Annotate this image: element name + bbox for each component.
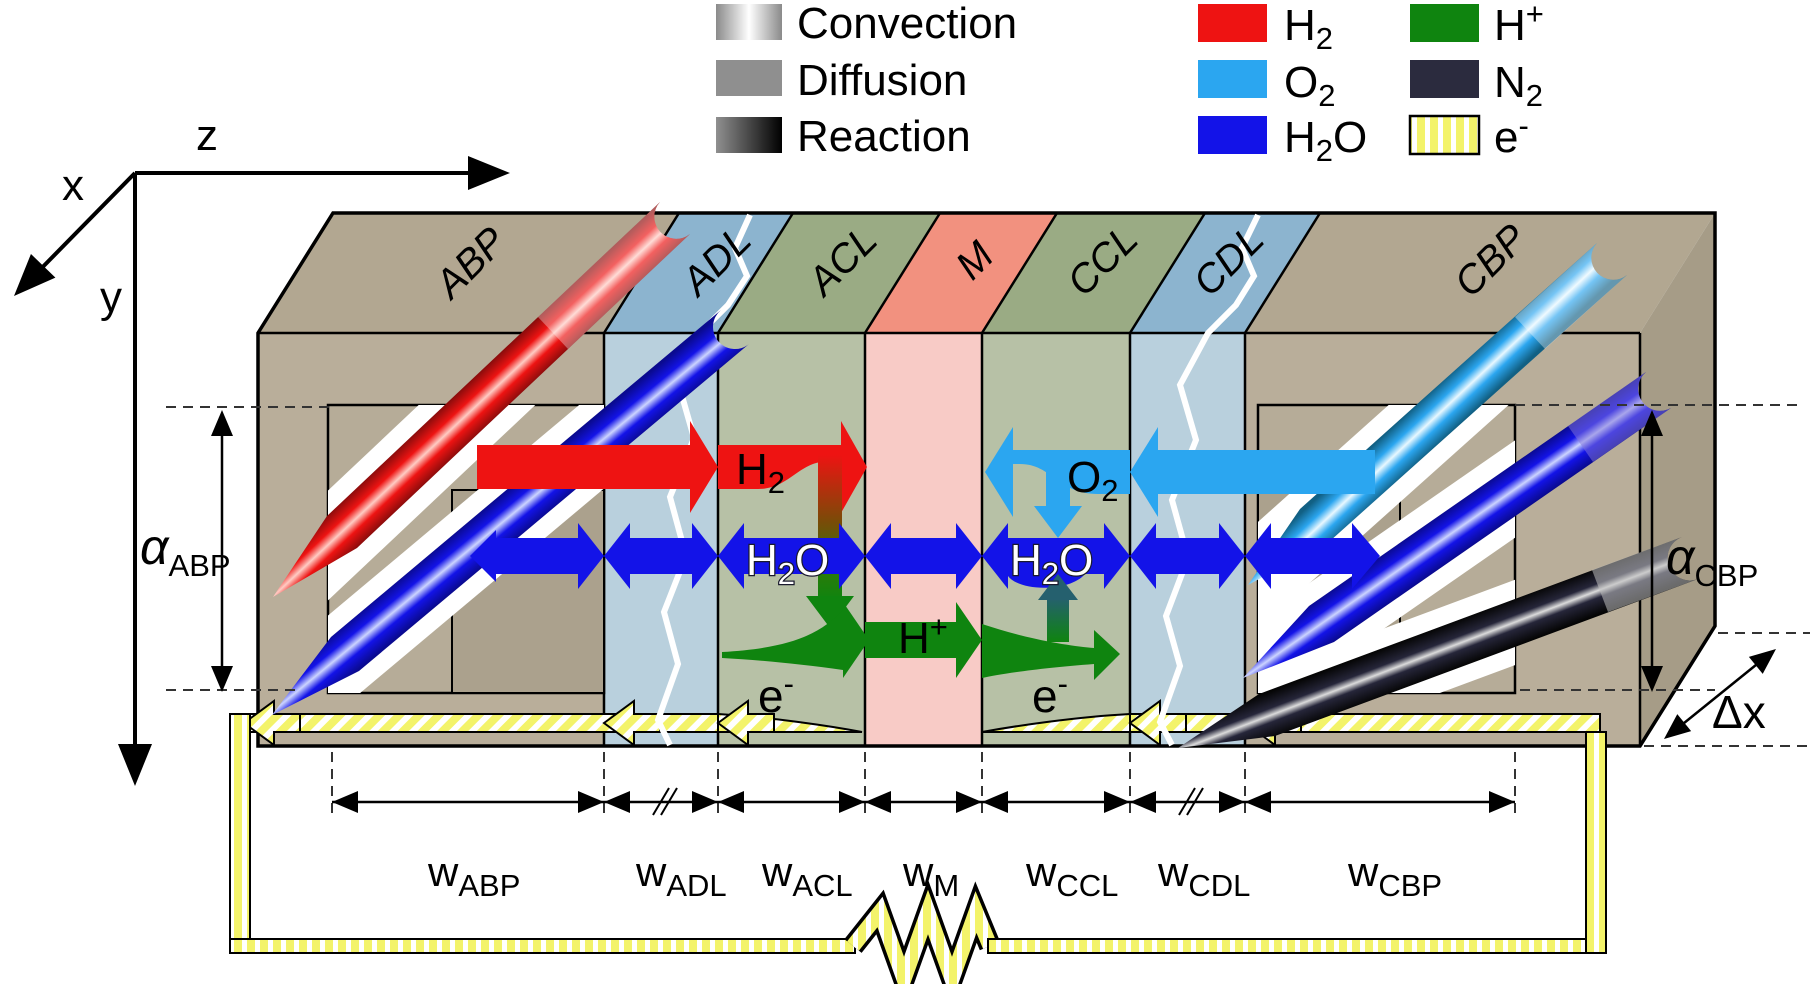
hplus-swatch [1410,4,1479,42]
dim-w-acl: wACL [761,848,853,903]
dim-dx: Δx [1712,686,1766,738]
cell-edges [256,211,1717,748]
h2-reaction-branch-head [806,596,854,628]
alpha-cbp-dimension: αCBP [1515,404,1800,692]
h2-flow-arrow [477,421,867,628]
h2o-swatch [1198,116,1267,154]
dx-dimension: Δx [1644,632,1810,748]
alpha-abp-dimension: αABP [140,406,330,692]
o2-tube [1248,243,1627,585]
o2-legend-label: O2 [1284,58,1335,113]
dim-w-cdl: wCDL [1157,848,1250,903]
h2o-tube-cathode [1243,372,1671,678]
n2-legend-label: N2 [1494,58,1543,113]
h2o-tube-anode [272,310,749,715]
top-face-ccl [982,213,1205,333]
h2-swatch [1198,4,1267,42]
h2o-tube-fade [1568,372,1671,462]
dim-alpha-abp: αABP [140,519,231,583]
o2-reaction-branch [1046,464,1070,508]
o2-tube-fade [1515,243,1627,349]
hplus-flow-arrow [722,574,1120,680]
cell-top-faces [258,213,1715,333]
top-face-m [865,213,1057,333]
top-face-cbp [1245,213,1715,333]
reaction-label: Reaction [797,112,971,161]
coordinate-axes: x z y [1,111,510,786]
dim-w-abp: wABP [427,848,520,903]
x-axis [24,171,137,286]
h2-flow-label: H2 [736,445,785,500]
resistor [847,889,997,989]
h2o-flow-label-acl: H2O [746,536,829,591]
circuit-wire-right [1585,731,1607,954]
convection-swatch [716,4,782,40]
h2o-legend-label: H2O [1284,113,1367,168]
hplus-flow-label: H+ [898,609,948,663]
h2o-generation-branch-head [1038,574,1078,600]
y-axis-label: y [100,273,122,322]
reaction-swatch [716,117,782,153]
diffusion-swatch [716,60,782,96]
diffusion-label: Diffusion [797,56,967,105]
dim-w-cbp: wCBP [1347,848,1442,903]
o2-flow-arrow [985,427,1375,538]
h2-legend-label: H2 [1284,1,1333,56]
n2-swatch [1410,60,1479,98]
z-axis-label: z [196,111,218,160]
top-face-acl [718,213,940,333]
circuit-wire-bottom-left [229,938,856,954]
h2o-flow-arrows [470,523,1380,589]
top-face-cdl [1130,213,1320,333]
h2-tube-fade [538,202,690,349]
electron-label-acl: e- [758,666,794,722]
hplus-legend-label: H+ [1494,0,1544,50]
h2o-flow-label-ccl: H2O [1010,536,1093,591]
h2-tube [273,202,690,597]
dimension-dashed-lines [331,752,1516,816]
cell-right-face [1640,213,1715,746]
top-face-adl [604,213,793,333]
dim-w-adl: wADL [635,848,727,903]
dim-alpha-cbp: αCBP [1666,529,1758,593]
circuit-wire-left [229,713,251,954]
electron-circuit [229,713,1607,989]
circuit-wire-bottom-right [987,938,1607,954]
dim-w-m: wM [902,848,959,903]
n2-tube-fade [1592,537,1698,612]
cdl-crack [1156,213,1261,747]
z-axis-arrow-icon [468,156,510,190]
electron-swatch [1408,114,1481,156]
dim-w-ccl: wCCL [1025,848,1118,903]
h2-reaction-branch [818,455,842,600]
width-dimensions: wABP wADL wACL wM wCCL wCDL wCBP [331,752,1516,903]
n2-tube [1178,537,1698,748]
x-axis-label: x [62,161,84,210]
o2-reaction-branch-head [1034,506,1082,538]
transport-legend: Convection Diffusion Reaction [716,0,1017,161]
y-axis-arrow-icon [118,744,152,786]
electron-legend-label: e- [1494,108,1529,162]
species-legend: H2 O2 H2O H+ N2 e- [1198,0,1544,168]
o2-flow-label: O2 [1067,453,1118,508]
convection-label: Convection [797,0,1017,48]
electron-label-ccl: e- [1032,666,1068,722]
cathode-tubes [1178,243,1698,748]
h2o-generation-branch [1047,598,1069,642]
o2-swatch [1198,60,1267,98]
anode-tubes [272,202,749,715]
